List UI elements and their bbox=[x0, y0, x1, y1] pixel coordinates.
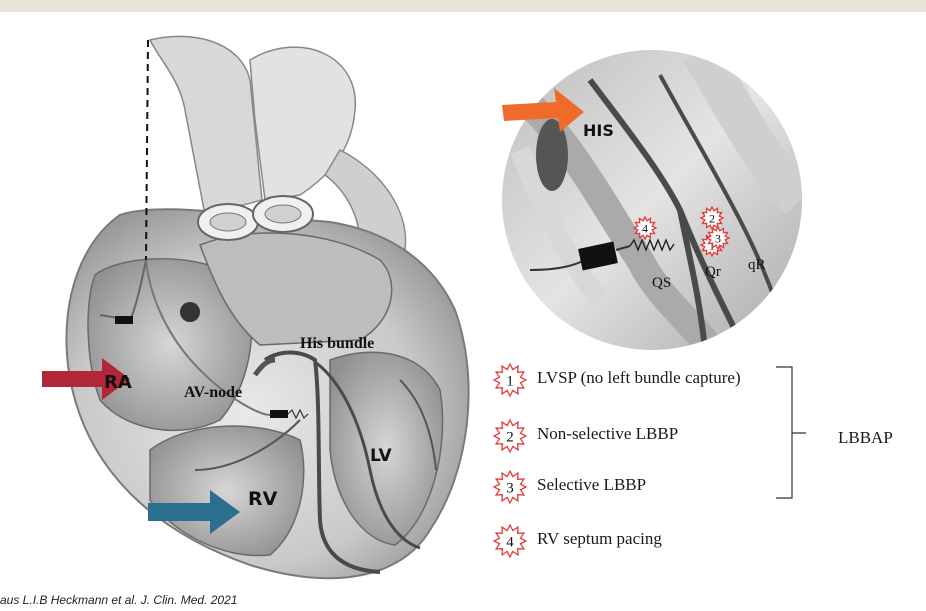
zoom-star-3-number: 3 bbox=[715, 231, 721, 245]
legend-star-2-number: 2 bbox=[506, 429, 514, 445]
his-bundle-label: His bundle bbox=[300, 335, 374, 353]
av-node-dot bbox=[180, 302, 200, 322]
his-label: HIS bbox=[583, 121, 614, 140]
qs-label: QS bbox=[652, 275, 671, 292]
legend-item-2-label: Non-selective LBBP bbox=[537, 424, 678, 444]
zoom-inset bbox=[500, 50, 802, 360]
right-ventricle bbox=[150, 426, 304, 555]
legend-item-4-label: RV septum pacing bbox=[537, 529, 662, 549]
zoom-star-4-number: 4 bbox=[642, 221, 648, 235]
legend-star-4-number: 4 bbox=[506, 534, 514, 550]
rv-label: RV bbox=[248, 488, 277, 510]
lbbap-bracket bbox=[776, 367, 806, 498]
legend-item-1-label: LVSP (no left bundle capture) bbox=[537, 368, 741, 388]
zoom-star-2-number: 2 bbox=[709, 211, 715, 225]
legend-star-3-number: 3 bbox=[506, 480, 514, 496]
lv-label: LV bbox=[370, 446, 392, 466]
ra-label: RA bbox=[104, 372, 132, 393]
lbbap-label: LBBAP bbox=[838, 428, 893, 448]
legend-item-3-label: Selective LBBP bbox=[537, 475, 646, 495]
source-caption: aus L.I.B Heckmann et al. J. Clin. Med. … bbox=[0, 593, 237, 607]
legend-star-1-number: 1 bbox=[506, 373, 514, 389]
qr2-label: qR bbox=[748, 257, 766, 274]
qr-label: Qr bbox=[705, 264, 721, 281]
av-node-label: AV-node bbox=[184, 384, 242, 402]
